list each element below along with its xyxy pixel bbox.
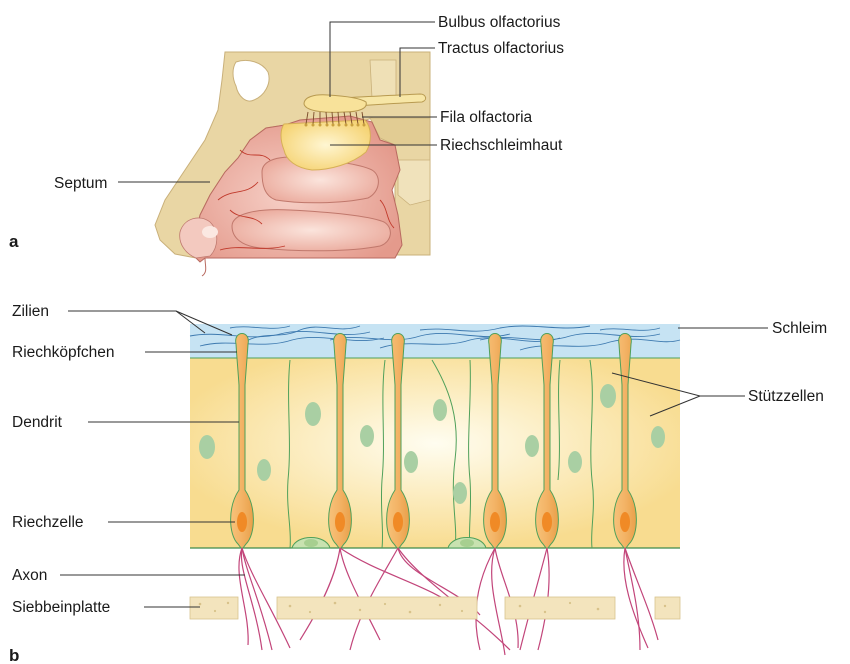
cribriform-plate-segment-4 <box>655 597 680 619</box>
label-riechzelle: Riechzelle <box>12 514 84 531</box>
label-axon: Axon <box>12 567 47 584</box>
label-stuetzzellen: Stützzellen <box>748 388 824 405</box>
label-dendrit: Dendrit <box>12 414 63 431</box>
receptor-cell-nucleus <box>335 512 345 532</box>
label-tractus-olfactorius: Tractus olfactorius <box>438 40 564 57</box>
label-riechschleimhaut: Riechschleimhaut <box>440 137 563 154</box>
panel-a-nasal-cavity: Bulbus olfactorius Tractus olfactorius F… <box>9 14 564 276</box>
label-siebbeinplatte: Siebbeinplatte <box>12 599 110 616</box>
receptor-cell-nucleus <box>393 512 403 532</box>
philtrum <box>202 258 206 276</box>
receptor-cell-nucleus <box>490 512 500 532</box>
basal-cell-1-nucleus <box>304 539 318 547</box>
panel-b-olfactory-epithelium: Zilien Riechköpfchen Dendrit Riechzelle … <box>9 303 827 664</box>
label-riechkoepfchen: Riechköpfchen <box>12 344 115 361</box>
cribriform-plate-segment-2 <box>277 597 477 619</box>
basal-cell-2-nucleus <box>460 539 474 547</box>
label-schleim: Schleim <box>772 320 827 337</box>
cribriform-plate-segment-1 <box>190 597 238 619</box>
panel-letter-b: b <box>9 646 19 664</box>
label-septum: Septum <box>54 175 107 192</box>
receptor-cell-nucleus <box>620 512 630 532</box>
receptor-cell-nucleus <box>542 512 552 532</box>
label-bulbus-olfactorius: Bulbus olfactorius <box>438 14 561 31</box>
receptor-cell-nucleus <box>237 512 247 532</box>
panel-letter-a: a <box>9 232 19 251</box>
sphenoid-bone-edge <box>370 60 396 98</box>
label-fila-olfactoria: Fila olfactoria <box>440 109 533 126</box>
nostril-highlight <box>202 226 218 238</box>
posterior-bone-lower <box>398 160 430 205</box>
label-zilien: Zilien <box>12 303 49 320</box>
